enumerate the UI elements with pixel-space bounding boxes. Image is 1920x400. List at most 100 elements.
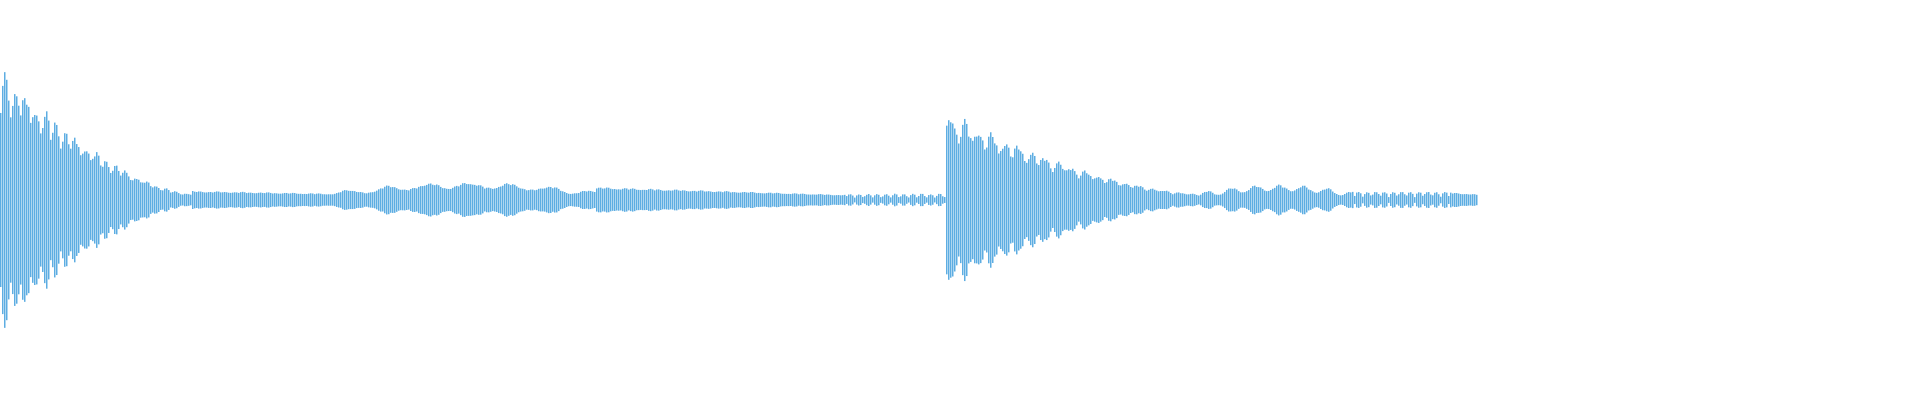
- waveform-bar: [1192, 193, 1194, 207]
- waveform-bar: [1298, 188, 1300, 212]
- waveform-bar: [1072, 168, 1074, 232]
- waveform-bar: [1142, 187, 1144, 213]
- waveform-bar: [628, 189, 630, 211]
- waveform-bar: [1274, 187, 1276, 213]
- waveform-bar: [672, 190, 674, 210]
- waveform-bar: [1464, 194, 1466, 206]
- waveform-bar: [308, 193, 310, 207]
- waveform-bar: [980, 136, 982, 264]
- waveform-bar: [870, 195, 872, 205]
- waveform-bar: [742, 192, 744, 208]
- waveform-bar: [1310, 190, 1312, 210]
- waveform-bar: [1426, 192, 1428, 208]
- waveform-bar: [1158, 191, 1160, 209]
- waveform-bar: [1040, 159, 1042, 241]
- waveform-bar: [218, 191, 220, 209]
- waveform-bar: [466, 184, 468, 216]
- waveform-bar: [1316, 192, 1318, 208]
- waveform-bar: [886, 194, 888, 206]
- waveform-bar: [460, 184, 462, 216]
- waveform-bar: [664, 190, 666, 210]
- waveform-bar: [462, 183, 464, 217]
- waveform-bar: [338, 192, 340, 208]
- waveform-bar: [686, 191, 688, 209]
- waveform-bar: [428, 183, 430, 217]
- waveform-bar: [570, 193, 572, 207]
- waveform-bar: [620, 189, 622, 211]
- waveform-bar: [910, 195, 912, 205]
- waveform-bar: [896, 194, 898, 206]
- waveform-bar: [872, 197, 874, 203]
- waveform-bar: [0, 112, 2, 288]
- waveform-bar: [568, 193, 570, 207]
- waveform-bar: [1168, 191, 1170, 209]
- waveform-bar: [130, 179, 132, 221]
- waveform-bar: [334, 193, 336, 207]
- waveform-bar: [506, 183, 508, 217]
- waveform-bar: [616, 189, 618, 211]
- waveform-bar: [940, 194, 942, 206]
- waveform-bar: [1328, 188, 1330, 212]
- waveform-bar: [606, 187, 608, 213]
- waveform-bar: [20, 115, 22, 285]
- waveform-bar: [558, 188, 560, 212]
- waveform-bar: [936, 195, 938, 205]
- waveform-bar: [138, 179, 140, 221]
- waveform-bar: [98, 155, 100, 245]
- waveform-bar: [1080, 175, 1082, 225]
- waveform-bar: [746, 192, 748, 208]
- waveform-bar: [364, 193, 366, 207]
- waveform-bar: [224, 191, 226, 209]
- waveform-bar: [810, 194, 812, 206]
- waveform-bar: [580, 191, 582, 209]
- waveform-bar: [1324, 189, 1326, 211]
- waveform-bar: [50, 139, 52, 261]
- waveform-bar: [694, 190, 696, 210]
- waveform-bar: [862, 196, 864, 204]
- waveform-bar: [924, 196, 926, 204]
- waveform-bar: [184, 193, 186, 207]
- waveform-bar: [1124, 184, 1126, 216]
- waveform-bar: [858, 194, 860, 206]
- waveform-bar: [34, 114, 36, 286]
- waveform-bar: [824, 194, 826, 206]
- waveform-bar: [1216, 194, 1218, 206]
- waveform-bar: [286, 192, 288, 208]
- waveform-bar: [892, 195, 894, 205]
- waveform-bar: [484, 188, 486, 212]
- waveform-bar: [738, 192, 740, 208]
- waveform-bar: [1112, 180, 1114, 220]
- waveform-bar: [1082, 171, 1084, 229]
- waveform-bar: [194, 191, 196, 209]
- waveform-bar: [434, 185, 436, 215]
- waveform-bar: [1078, 178, 1080, 222]
- waveform-bar: [292, 192, 294, 208]
- waveform-bar: [26, 104, 28, 296]
- waveform-bar: [444, 188, 446, 212]
- waveform-bar: [848, 194, 850, 206]
- waveform-bar: [284, 192, 286, 208]
- waveform-bar: [70, 148, 72, 252]
- waveform-bar: [596, 188, 598, 212]
- waveform-bar: [888, 195, 890, 205]
- waveform-bar: [106, 161, 108, 239]
- waveform-bar: [1334, 193, 1336, 207]
- waveform-bar: [1076, 174, 1078, 226]
- waveform-bar: [40, 133, 42, 267]
- waveform-bar: [32, 117, 34, 283]
- waveform-bar: [612, 189, 614, 211]
- waveform-bar: [298, 193, 300, 207]
- waveform-bar: [214, 191, 216, 209]
- waveform-bar: [1350, 192, 1352, 208]
- waveform-bar: [574, 193, 576, 207]
- waveform-bar: [1098, 177, 1100, 223]
- waveform-bar: [1164, 191, 1166, 209]
- waveform-bar: [1114, 180, 1116, 220]
- waveform-bar: [164, 188, 166, 212]
- waveform-bar: [1224, 191, 1226, 209]
- waveform-bar: [1314, 192, 1316, 208]
- waveform-bar: [1330, 189, 1332, 211]
- waveform-bar: [64, 133, 66, 267]
- waveform-bar: [162, 190, 164, 210]
